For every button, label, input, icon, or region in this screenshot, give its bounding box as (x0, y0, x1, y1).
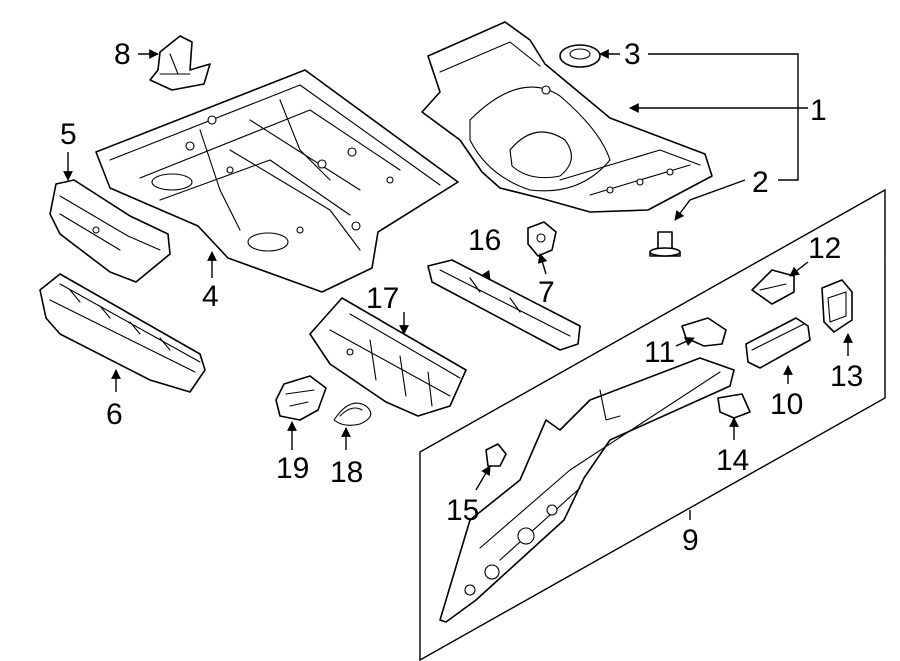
callout-4: 4 (202, 280, 219, 313)
callout-5: 5 (60, 118, 77, 151)
part-2-stud (649, 231, 681, 257)
part-3-plug (559, 44, 601, 68)
part-18-clip (333, 402, 372, 426)
leader-15 (475, 465, 491, 491)
part-19-bracket (275, 375, 327, 421)
part-16-rail (427, 259, 581, 351)
callout-14: 14 (716, 444, 749, 477)
part-5-sill-reinforcement (49, 179, 171, 283)
callout-8: 8 (114, 38, 131, 71)
part-1-rear-floor (421, 21, 713, 213)
part-7-bracket (527, 221, 557, 257)
callout-15: 15 (446, 494, 479, 527)
part-12-bracket (751, 269, 795, 305)
leader-12 (789, 261, 809, 277)
callout-6: 6 (106, 398, 123, 431)
part-4-floor-pan (95, 69, 459, 293)
bracket-1-2-3 (648, 53, 799, 181)
part-14-bracket (717, 393, 751, 419)
leader-7 (537, 253, 548, 275)
part-17-center-pan (309, 297, 467, 417)
callout-9: 9 (682, 524, 699, 557)
part-9-side-member (439, 357, 735, 623)
callout-17: 17 (366, 282, 399, 315)
callout-1: 1 (810, 94, 827, 127)
callout-12: 12 (808, 232, 841, 265)
leader-16 (481, 269, 491, 281)
part-13-plate (821, 279, 853, 333)
callout-18: 18 (330, 456, 363, 489)
part-10-channel (745, 317, 811, 369)
callout-7: 7 (538, 276, 555, 309)
callout-2: 2 (752, 166, 769, 199)
leader-11 (675, 337, 695, 347)
callout-3: 3 (624, 38, 641, 71)
callout-11: 11 (644, 336, 675, 369)
part-15-clip (485, 443, 507, 467)
callout-13: 13 (830, 360, 863, 393)
leader-lines (63, 49, 853, 520)
part-11-bracket (681, 317, 727, 347)
part-8-bracket (149, 35, 211, 91)
leader-2 (674, 179, 746, 221)
callout-19: 19 (276, 452, 309, 485)
subassembly-panel (419, 188, 886, 661)
part-6-cross-member (39, 273, 206, 393)
callout-16: 16 (468, 224, 501, 257)
callout-10: 10 (770, 388, 803, 421)
